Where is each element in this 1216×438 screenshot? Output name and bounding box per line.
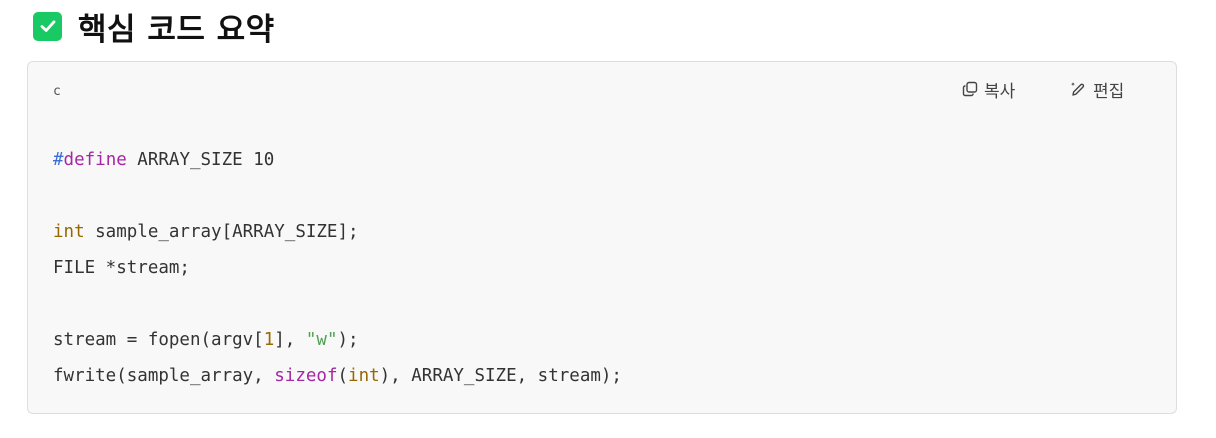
code-text: sample_array[ARRAY_SIZE];	[84, 222, 359, 242]
pencil-sparkle-icon	[1070, 81, 1087, 98]
code-text: fwrite(sample_array,	[53, 366, 275, 386]
code-line: stream = fopen(argv[1], "w");	[53, 322, 622, 358]
code-text: );	[337, 330, 359, 350]
edit-button-label: 편집	[1093, 81, 1125, 102]
sizeof-keyword: sizeof	[274, 366, 338, 386]
section-heading: 핵심 코드 요약	[33, 8, 275, 48]
edit-button[interactable]: 편집	[1070, 76, 1124, 102]
code-line: FILE *stream;	[53, 258, 190, 278]
type-keyword: int	[348, 366, 380, 386]
copy-button[interactable]: 복사	[962, 76, 1015, 102]
code-content: #define ARRAY_SIZE 10 int sample_array[A…	[53, 142, 622, 394]
number-literal: 1	[263, 330, 275, 350]
code-text: ARRAY_SIZE 10	[126, 150, 275, 170]
code-text: stream = fopen(argv[	[53, 330, 264, 350]
preprocessor-hash: #	[53, 150, 64, 170]
code-line: int sample_array[ARRAY_SIZE];	[53, 214, 622, 250]
code-line-empty	[53, 178, 622, 214]
code-text: ), ARRAY_SIZE, stream);	[379, 366, 622, 386]
code-line: fwrite(sample_array, sizeof(int), ARRAY_…	[53, 358, 622, 394]
code-block-card: c 복사 편집 #define ARRAY_SIZE 10 int sample…	[27, 61, 1177, 414]
code-text: (	[337, 366, 349, 386]
preprocessor-directive: define	[63, 150, 127, 170]
section-title: 핵심 코드 요약	[78, 11, 275, 48]
type-keyword: int	[53, 222, 85, 242]
check-square-icon	[33, 11, 62, 41]
copy-button-label: 복사	[984, 81, 1016, 102]
code-text: ],	[274, 330, 306, 350]
code-language-label: c	[53, 84, 61, 99]
string-literal: "w"	[305, 330, 338, 350]
code-line-empty	[53, 286, 622, 322]
code-line: #define ARRAY_SIZE 10	[53, 142, 622, 178]
copy-icon	[962, 81, 978, 97]
